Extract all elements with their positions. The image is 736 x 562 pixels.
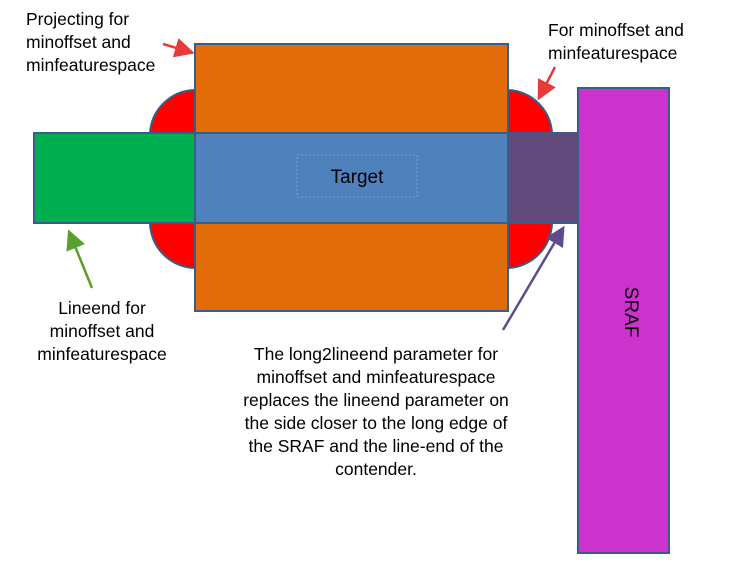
arrow-lineend: [66, 229, 94, 289]
label-lineend: Lineend for minoffset and minfeaturespac…: [37, 298, 167, 364]
arrow-projecting: [162, 38, 195, 58]
long2lineend-region: [507, 132, 579, 224]
corner-top-left: [148, 88, 196, 134]
label-long2lineend: The long2lineend parameter for minoffset…: [243, 344, 509, 479]
label-projecting: Projecting for minoffset and minfeatures…: [26, 9, 156, 75]
projecting-region-top: [194, 43, 509, 134]
projecting-region-bottom: [194, 222, 509, 312]
corner-top-right: [507, 88, 554, 134]
corner-bottom-left: [148, 222, 196, 270]
sraf-label: SRAF: [620, 287, 641, 338]
label-for-corner: For minoffset and minfeaturespace: [548, 20, 684, 63]
corner-bottom-right: [507, 222, 554, 270]
arrow-long2lineend: [501, 225, 565, 331]
target-label-box: [296, 154, 418, 198]
target-label: Target: [331, 167, 385, 188]
lineend-region: [33, 132, 196, 224]
target-shape: [194, 132, 509, 224]
arrow-for-corner: [537, 66, 557, 101]
sraf-shape: [577, 87, 670, 554]
